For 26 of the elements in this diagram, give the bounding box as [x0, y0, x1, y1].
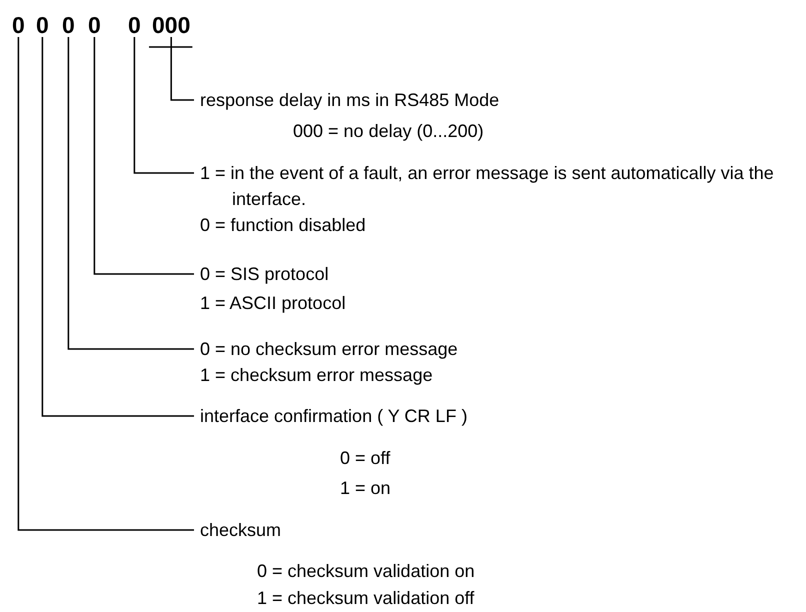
setting-description: checksum	[200, 519, 282, 542]
value-option: 000 = no delay (0...200)	[293, 118, 484, 144]
value-option: 0 = function disabled	[200, 212, 366, 238]
setting-digit: 0	[88, 14, 101, 37]
leader-line	[134, 37, 194, 174]
leader-line	[42, 37, 194, 417]
setting-description: response delay in ms in RS485 Mode	[200, 89, 500, 112]
value-option: 0 = off	[340, 445, 390, 471]
value-option: 1 = checksum error message	[200, 362, 433, 388]
leader-line	[94, 37, 194, 275]
setting-digit: 0	[62, 14, 75, 37]
setting-digit: 0	[36, 14, 49, 37]
setting-digit: 000	[152, 14, 190, 37]
setting-description: 0 = no checksum error message	[200, 338, 458, 361]
setting-description: interface confirmation ( Y CR LF )	[200, 405, 468, 428]
value-option: 0 = checksum validation on	[257, 558, 475, 584]
setting-digit: 0	[12, 14, 25, 37]
value-option: 1 = ASCII protocol	[200, 290, 346, 316]
setting-description: 1 = in the event of a fault, an error message is sent automatically via the interface.	[200, 162, 775, 211]
leader-line	[18, 37, 194, 531]
leader-line	[68, 37, 194, 350]
leader-line	[170, 37, 194, 101]
value-option: 1 = checksum validation off	[257, 585, 474, 611]
setting-description: 0 = SIS protocol	[200, 263, 329, 286]
setting-digit: 0	[128, 14, 141, 37]
value-option: 1 = on	[340, 475, 391, 501]
